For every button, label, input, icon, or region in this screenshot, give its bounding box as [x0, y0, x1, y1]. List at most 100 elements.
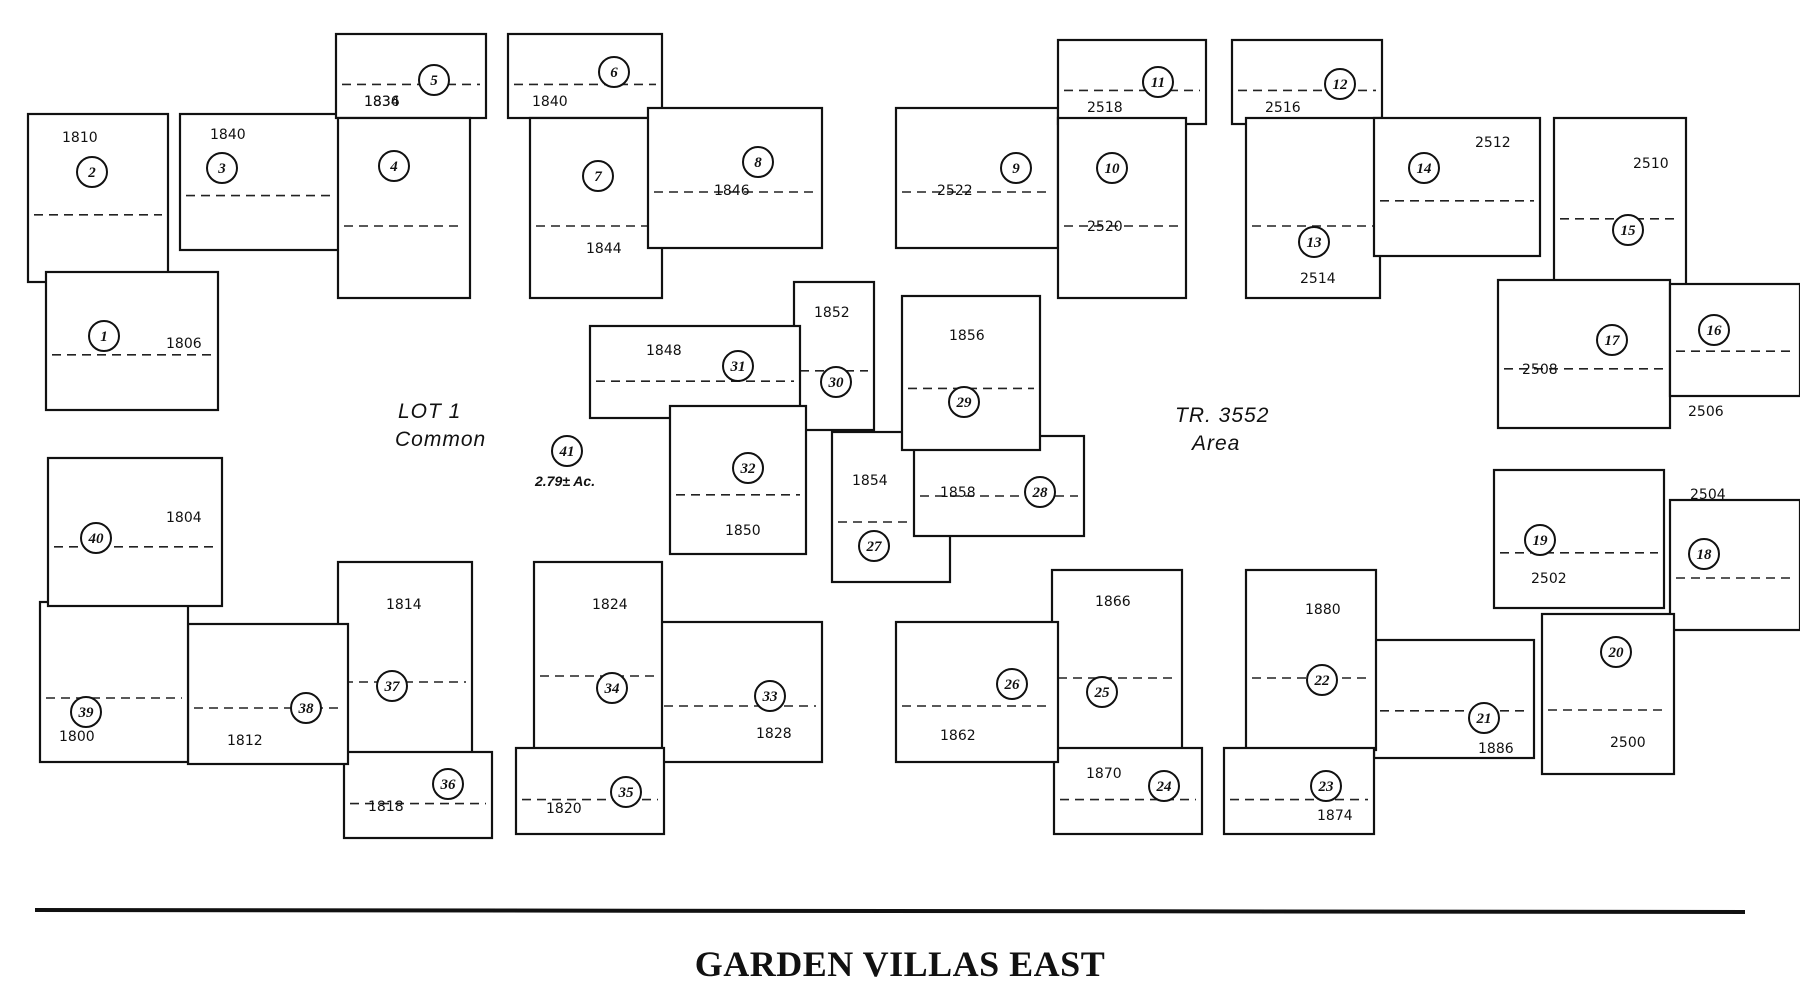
unit-address: 1844 — [586, 241, 622, 257]
unit-address: 2522 — [937, 183, 973, 199]
unit-2: 2 1810 — [62, 130, 108, 188]
map-title: GARDEN VILLAS EAST — [694, 944, 1106, 984]
lot-number: 16 — [1707, 323, 1723, 339]
lot-number: 25 — [1094, 685, 1111, 701]
unit-address: 1854 — [852, 473, 888, 489]
unit-9: 9 2522 — [937, 152, 1032, 199]
lot-number: 19 — [1533, 533, 1549, 549]
lot-number: 15 — [1621, 223, 1637, 239]
building-outline — [1222, 746, 1376, 836]
building-outline — [1244, 568, 1378, 752]
unit-address: 1846 — [714, 183, 750, 199]
lot-circle — [432, 768, 464, 800]
unit-27: 27 1854 — [852, 473, 890, 562]
title-rule — [34, 908, 1746, 914]
lot-circle — [742, 146, 774, 178]
lot-circle — [582, 160, 614, 192]
lot-number: 26 — [1004, 677, 1021, 693]
building-outline — [1668, 282, 1800, 398]
lot-number: 7 — [594, 169, 602, 185]
lot-circle — [1298, 226, 1330, 258]
lot-number: 37 — [384, 679, 401, 695]
unit-address: 1834 — [364, 94, 400, 110]
building-outline — [336, 560, 474, 764]
unit-address: 1840 — [532, 94, 568, 110]
lot-circle — [754, 680, 786, 712]
building-outline — [1372, 638, 1536, 760]
lot-circle — [1600, 636, 1632, 668]
unit-address: 1806 — [166, 336, 202, 352]
lot-circle — [206, 152, 238, 184]
unit-address: 1818 — [368, 799, 404, 815]
building-outline — [178, 112, 342, 252]
lot-number: 9 — [1012, 161, 1020, 177]
lot-number: 1 — [100, 329, 108, 345]
lot-number: 27 — [866, 539, 883, 555]
building-outline — [186, 622, 350, 766]
building-footprints — [26, 32, 1800, 840]
unit-address: 1862 — [940, 728, 976, 744]
building-outline — [528, 116, 664, 300]
lot-circle — [378, 150, 410, 182]
building-outline — [894, 620, 1060, 764]
unit-16: 16 2506 — [1688, 314, 1730, 420]
lot-number: 10 — [1105, 161, 1121, 177]
lot-circle — [948, 386, 980, 418]
building-outline — [342, 750, 494, 840]
unit-address: 1820 — [546, 801, 582, 817]
unit-address: 1858 — [940, 485, 976, 501]
lot-number: 13 — [1307, 235, 1323, 251]
lot-number: 6 — [610, 65, 618, 81]
lot-circle — [1086, 676, 1118, 708]
lot-circle — [1612, 214, 1644, 246]
lot-number: 39 — [78, 705, 95, 721]
unit-address: 1810 — [62, 130, 98, 146]
lot-number: 12 — [1333, 77, 1349, 93]
building-outline — [894, 106, 1060, 250]
lot-circle — [1024, 476, 1056, 508]
unit-6: 6 1840 — [532, 56, 630, 110]
building-outline — [1372, 116, 1542, 258]
lot-number: 22 — [1314, 673, 1331, 689]
building-outline — [1230, 38, 1384, 126]
lot-circle — [610, 776, 642, 808]
unit-address: 1812 — [227, 733, 263, 749]
lot-circle — [1596, 324, 1628, 356]
building-outline — [1492, 468, 1666, 610]
area-label: Area — [1190, 432, 1240, 455]
building-outline — [336, 116, 472, 300]
lot-number: 2 — [87, 165, 96, 181]
unit-address: 2508 — [1522, 362, 1558, 378]
lot-number: 35 — [618, 785, 635, 801]
lot-label: LOT 1 — [398, 400, 461, 423]
unit-address: 1880 — [1305, 602, 1341, 618]
lot-circle — [1000, 152, 1032, 184]
lot-circle — [1468, 702, 1500, 734]
lot-circle — [1688, 538, 1720, 570]
unit-address: 1804 — [166, 510, 202, 526]
lot-circle — [1408, 152, 1440, 184]
unit-address: 2510 — [1633, 156, 1669, 172]
unit-address: 1828 — [756, 726, 792, 742]
unit-address: 2514 — [1300, 271, 1336, 287]
unit-address: 2506 — [1688, 404, 1724, 420]
lot-circle — [732, 452, 764, 484]
lot-circle — [1096, 152, 1128, 184]
lot-number: 18 — [1697, 547, 1713, 563]
